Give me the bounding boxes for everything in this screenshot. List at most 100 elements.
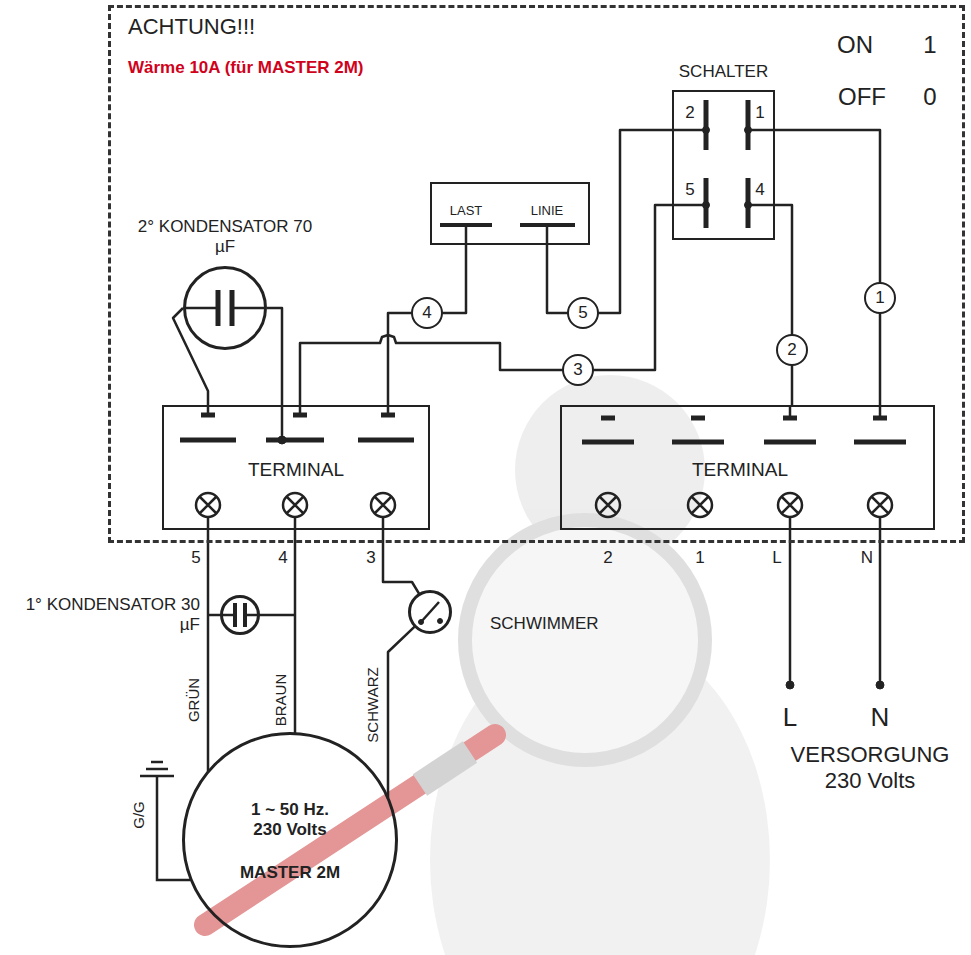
switch-state: OFF bbox=[838, 83, 886, 112]
switch-state: 1 bbox=[923, 31, 936, 60]
supply-label: L bbox=[783, 702, 797, 733]
terminal-block-left bbox=[207, 405, 210, 415]
wire bbox=[547, 130, 672, 313]
wire bbox=[173, 308, 208, 405]
supply-label: N bbox=[871, 702, 890, 733]
node-text: ACHTUNG!!! bbox=[128, 14, 255, 40]
wire bbox=[294, 530, 297, 734]
motor-circle: 1 ~ 50 Hz. 230 VoltsMASTER 2M bbox=[182, 732, 398, 948]
terminal-block-left bbox=[371, 493, 395, 517]
supply-wires bbox=[786, 681, 794, 689]
terminal-block-right bbox=[691, 416, 705, 421]
circle-outline bbox=[220, 595, 260, 635]
ground-symbol bbox=[146, 768, 168, 771]
switch-contacts bbox=[672, 204, 706, 207]
terminal-block-left bbox=[375, 497, 391, 513]
pin-number: 2 bbox=[685, 103, 694, 123]
terminal-block-left bbox=[196, 493, 220, 517]
switch-contacts bbox=[672, 100, 775, 228]
switch-state: 0 bbox=[923, 83, 936, 112]
ground-symbol bbox=[151, 761, 163, 764]
terminal-block-left bbox=[387, 405, 390, 415]
float-switch-symbol bbox=[438, 619, 443, 624]
relay-contacts bbox=[546, 225, 549, 245]
terminal-number: 2 bbox=[603, 548, 612, 568]
circle-outline bbox=[222, 597, 259, 634]
node-text: MASTER 2M bbox=[240, 863, 340, 883]
switch-contacts bbox=[748, 204, 775, 207]
terminal-block-left bbox=[294, 517, 297, 530]
node-text: 1 ~ 50 Hz. 230 Volts bbox=[240, 800, 340, 841]
float-switch: SCHWIMMER bbox=[408, 590, 452, 634]
terminal-number: 3 bbox=[366, 548, 375, 568]
supply-label: VERSORGUNG 230 Volts bbox=[780, 742, 960, 795]
capacitor-symbol bbox=[185, 290, 295, 627]
terminal-block-left bbox=[207, 517, 210, 530]
wire bbox=[267, 308, 282, 405]
supply-wires bbox=[789, 517, 792, 685]
capacitor-circle: 1° KONDENSATOR 30 µF bbox=[220, 595, 260, 635]
node-text: SCHALTER bbox=[679, 62, 768, 82]
terminal-block-left bbox=[382, 517, 385, 530]
node-text: TERMINAL bbox=[692, 459, 788, 482]
terminal-block-right bbox=[601, 416, 615, 421]
callout-number: 4 bbox=[411, 297, 443, 329]
terminal-block-left bbox=[299, 405, 302, 415]
terminal-block: TERMINAL bbox=[162, 405, 430, 530]
capacitor-circle: 2° KONDENSATOR 70 µF bbox=[183, 266, 267, 350]
terminal-block-right bbox=[582, 405, 906, 517]
node-text: 2° KONDENSATOR 70 µF bbox=[138, 217, 313, 258]
terminal-block-left bbox=[358, 438, 414, 443]
supply-wires bbox=[786, 517, 884, 689]
terminal-block-right bbox=[868, 493, 892, 517]
node-text: SCHWIMMER bbox=[490, 614, 599, 634]
terminal-block-left bbox=[180, 438, 236, 443]
watermark-figure bbox=[205, 375, 770, 955]
terminal-block-right bbox=[764, 440, 816, 445]
terminal-block-left bbox=[287, 497, 303, 513]
terminal-block-right bbox=[582, 440, 634, 445]
switch-state: ON bbox=[837, 31, 873, 60]
terminal-block-right bbox=[672, 440, 724, 445]
housing-box: ACHTUNG!!!Wärme 10A (für MASTER 2M)SCHAL… bbox=[108, 5, 965, 543]
node-text: TERMINAL bbox=[248, 459, 344, 482]
terminal-number: 1 bbox=[695, 548, 704, 568]
pin-number: 5 bbox=[685, 180, 694, 200]
wire bbox=[388, 245, 466, 405]
pin-number: 4 bbox=[755, 180, 764, 200]
wire bbox=[775, 205, 792, 405]
relay-box: LASTLINIE bbox=[430, 182, 590, 245]
switch-contacts bbox=[746, 100, 751, 150]
terminal-block-left bbox=[283, 493, 307, 517]
switch-contacts bbox=[748, 129, 775, 132]
terminal-block-right bbox=[692, 497, 708, 513]
circle-outline bbox=[410, 592, 451, 633]
ground-symbol bbox=[140, 762, 190, 880]
wire-color-label: SCHWARZ bbox=[364, 665, 381, 744]
switch-contacts bbox=[703, 127, 710, 134]
switch-contacts bbox=[745, 127, 752, 134]
terminal-block-right bbox=[879, 405, 882, 418]
circle-outline bbox=[408, 590, 452, 634]
terminal-block-right bbox=[872, 497, 888, 513]
callout-number: 1 bbox=[864, 282, 896, 314]
terminal-block-left bbox=[266, 438, 324, 443]
callout-number: 2 bbox=[776, 334, 808, 366]
circle-outline bbox=[184, 734, 397, 947]
switch-contacts bbox=[704, 100, 709, 150]
watermark-figure bbox=[420, 752, 470, 785]
terminal-number: N bbox=[861, 548, 873, 568]
switch-contacts bbox=[704, 178, 709, 228]
terminal-block-left bbox=[278, 436, 286, 444]
terminal-block-left bbox=[200, 497, 216, 513]
switch-contacts bbox=[703, 202, 710, 209]
terminal-block-right bbox=[596, 493, 620, 517]
switch-box: SCHALTER bbox=[672, 90, 775, 240]
terminal-number: 5 bbox=[191, 548, 200, 568]
terminal-block-right bbox=[600, 497, 616, 513]
float-switch-symbol bbox=[421, 602, 439, 622]
terminal-number: L bbox=[772, 548, 781, 568]
